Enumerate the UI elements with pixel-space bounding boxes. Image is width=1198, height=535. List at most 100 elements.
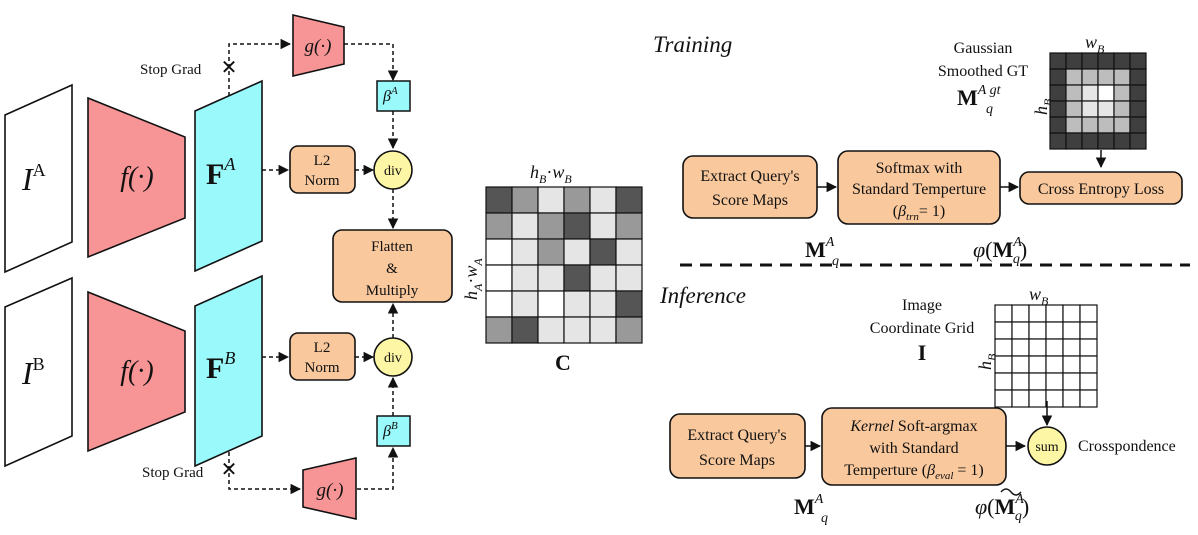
corr-cell xyxy=(615,238,643,266)
gt-cell xyxy=(1129,132,1147,150)
gt-cell xyxy=(1113,132,1131,150)
coord-cell xyxy=(1079,389,1098,408)
gt-cell xyxy=(1065,52,1083,70)
corr-matrix-side-label: hA·wA xyxy=(461,258,485,300)
gt-cell xyxy=(1129,116,1147,134)
gt-cell xyxy=(1049,52,1067,70)
flatten-line3: Multiply xyxy=(366,283,419,299)
gt-cell xyxy=(1049,100,1067,118)
gt-cell xyxy=(1129,84,1147,102)
gt-cell xyxy=(1113,68,1131,86)
gt-cell xyxy=(1065,68,1083,86)
corr-cell xyxy=(563,316,591,344)
coord-cell xyxy=(1079,321,1098,340)
gt-cell xyxy=(1081,52,1099,70)
gt-symbol: MA gt xyxy=(957,83,1002,110)
kernel-line3: Temperture (βeval = 1) xyxy=(844,462,984,482)
softmax-line1: Softmax with xyxy=(876,160,963,177)
corr-cell xyxy=(511,264,539,292)
coord-cell xyxy=(1028,304,1047,323)
l2-norm-a-line1: L2 xyxy=(314,153,331,169)
corr-cell xyxy=(537,212,565,240)
corr-cell xyxy=(511,186,539,214)
gt-cell xyxy=(1129,100,1147,118)
gt-cell xyxy=(1065,100,1083,118)
corr-cell xyxy=(563,212,591,240)
gt-cell xyxy=(1049,132,1067,150)
input-image-b xyxy=(4,276,73,468)
beta-b-label: βB xyxy=(382,420,398,440)
encoder-f-a xyxy=(87,96,186,259)
coord-cell xyxy=(1079,338,1098,357)
gt-cell xyxy=(1097,52,1115,70)
coord-grid-line1: Image xyxy=(902,297,942,314)
div-node-a-label: div xyxy=(384,164,402,179)
l2-norm-b-line1: L2 xyxy=(314,340,331,356)
gt-cell xyxy=(1049,68,1067,86)
gt-cell xyxy=(1097,100,1115,118)
inference-title: Inference xyxy=(659,283,746,308)
corr-cell xyxy=(537,238,565,266)
corr-cell xyxy=(485,186,513,214)
corr-cell xyxy=(589,238,617,266)
corr-cell xyxy=(615,290,643,318)
coord-cell xyxy=(1062,338,1081,357)
corr-cell xyxy=(563,186,591,214)
l2-norm-a-line2: Norm xyxy=(305,173,340,189)
train-extract-line2: Score Maps xyxy=(712,192,788,209)
corr-cell xyxy=(615,316,643,344)
gt-cell xyxy=(1081,68,1099,86)
corr-cell xyxy=(511,316,539,344)
coord-cell xyxy=(1045,372,1064,391)
corr-cell xyxy=(589,316,617,344)
correspondence-label: Crosspondence xyxy=(1078,438,1176,455)
corr-cell xyxy=(511,212,539,240)
train-extract-line1: Extract Query's xyxy=(700,168,799,185)
kernel-line2: with Standard xyxy=(869,440,958,457)
gt-cell xyxy=(1129,52,1147,70)
coord-cell xyxy=(1011,338,1030,357)
coord-cell xyxy=(1045,338,1064,357)
coord-grid-symbol: I xyxy=(918,340,927,365)
gt-cell xyxy=(1113,52,1131,70)
encoder-f-a-label: f(·) xyxy=(120,162,153,193)
gt-cell xyxy=(1065,116,1083,134)
corr-cell xyxy=(589,290,617,318)
coord-cell xyxy=(994,355,1013,374)
coord-cell xyxy=(994,338,1013,357)
gt-cell xyxy=(1049,84,1067,102)
coord-cell xyxy=(1011,321,1030,340)
input-image-a-label: IA xyxy=(21,160,46,197)
stop-grad-label-top: Stop Grad xyxy=(140,62,202,78)
corr-cell xyxy=(485,238,513,266)
gt-line2: Smoothed GT xyxy=(938,63,1028,80)
flatten-line2: & xyxy=(386,261,398,277)
coord-cell xyxy=(1079,372,1098,391)
cross-entropy-box xyxy=(1019,171,1183,205)
corr-cell xyxy=(485,264,513,292)
coord-cell xyxy=(1011,304,1030,323)
beta-b-box xyxy=(376,415,411,447)
gt-cell xyxy=(1097,132,1115,150)
encoder-f-b-label: f(·) xyxy=(120,356,153,387)
corr-cell xyxy=(537,316,565,344)
encoder-f-b xyxy=(87,290,186,453)
corr-cell xyxy=(589,264,617,292)
corr-cell xyxy=(615,186,643,214)
corr-cell xyxy=(563,264,591,292)
coord-cell xyxy=(1062,389,1081,408)
coord-cell xyxy=(1028,355,1047,374)
corr-matrix-name: C xyxy=(555,350,571,375)
softmax-line2: Standard Temperture xyxy=(852,181,986,198)
projector-g-b xyxy=(302,456,357,521)
feature-map-a xyxy=(194,79,263,273)
div-node-b-label: div xyxy=(384,351,402,366)
infer-extract-line2: Score Maps xyxy=(699,452,775,469)
coord-grid-line2: Coordinate Grid xyxy=(870,320,974,337)
input-image-b-label: IB xyxy=(21,354,45,391)
coord-cell xyxy=(1045,389,1064,408)
corr-cell xyxy=(485,212,513,240)
stop-grad-x-top: ✕ xyxy=(221,55,238,79)
coord-cell xyxy=(1062,372,1081,391)
